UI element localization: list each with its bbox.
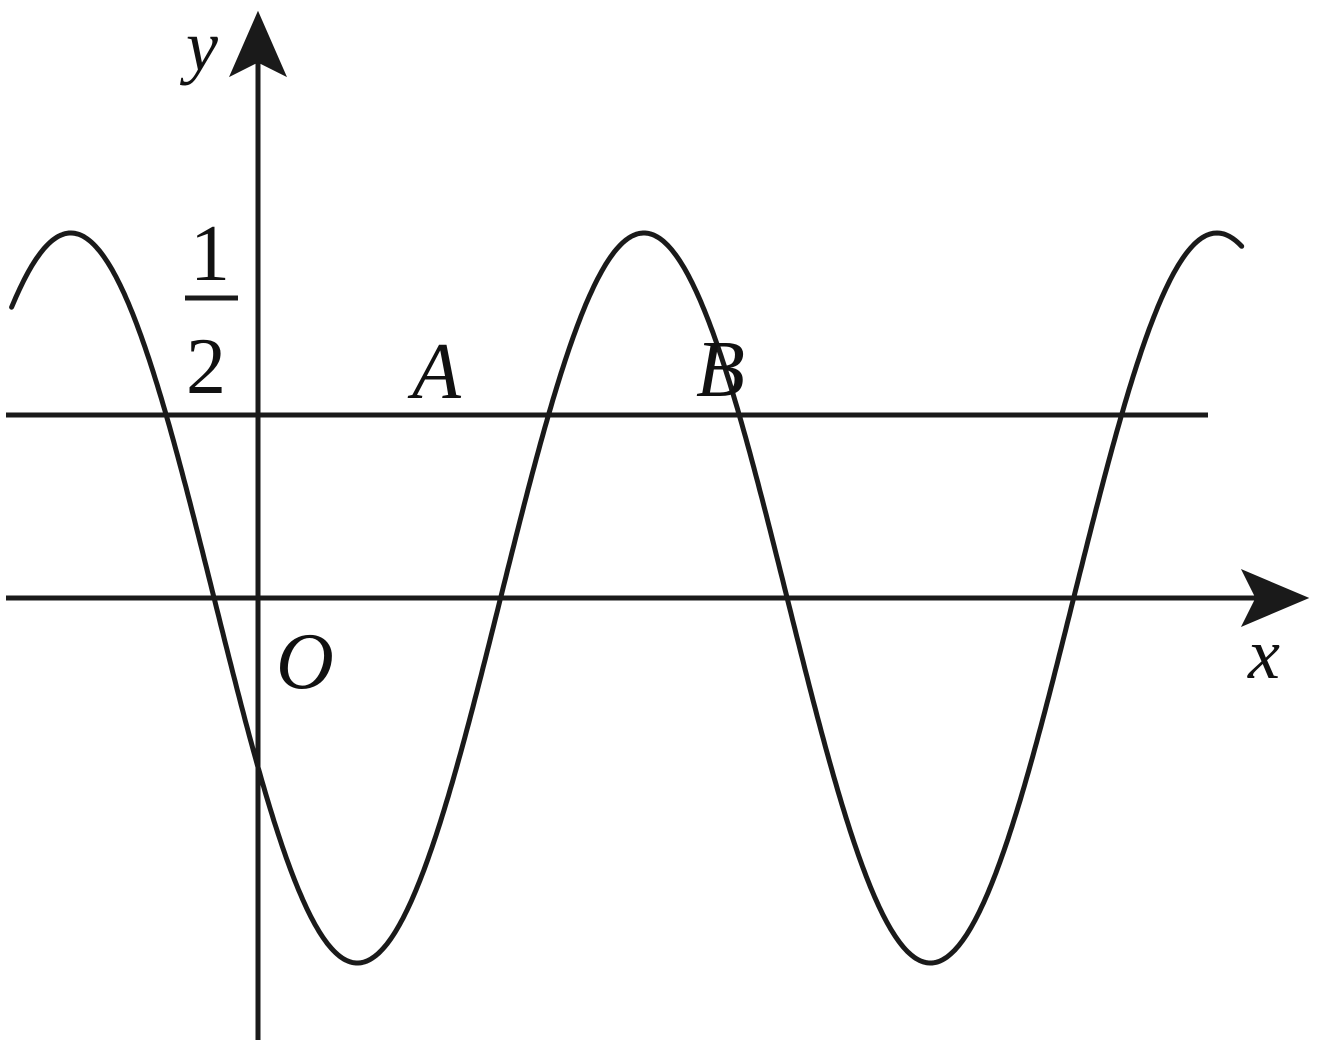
y-tick-denominator: 2 [186, 323, 226, 411]
y-axis-arrow-icon [228, 10, 288, 78]
x-axis-arrow-icon [1240, 569, 1310, 627]
sine-curve [9, 230, 1245, 966]
point-label-a: A [407, 328, 462, 416]
y-tick-numerator: 1 [190, 210, 230, 298]
y-tick-label-one-half: 1 2 [185, 210, 238, 411]
y-axis-label: y [179, 6, 218, 86]
x-axis-label: x [1247, 614, 1280, 694]
point-label-b: B [696, 326, 745, 414]
origin-label: O [276, 618, 334, 706]
